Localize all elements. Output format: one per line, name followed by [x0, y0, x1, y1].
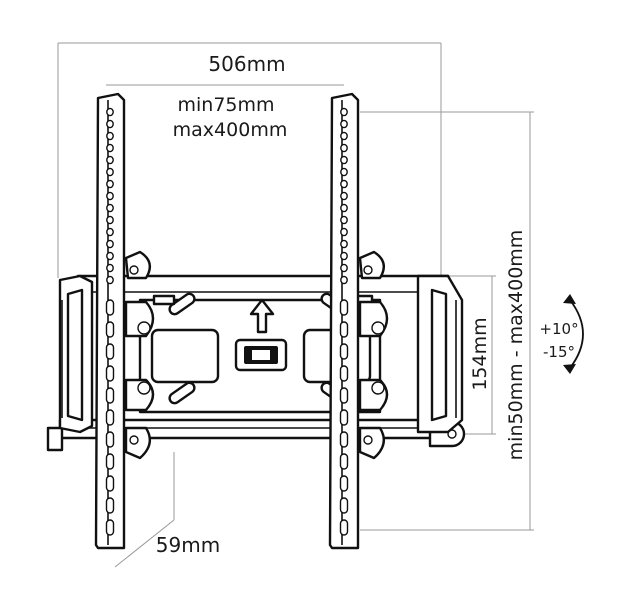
vesa-width-min-label: min75mm	[177, 94, 274, 116]
mounting-hole	[340, 131, 348, 141]
mounting-slot	[339, 453, 349, 470]
up-arrow-icon	[249, 298, 275, 334]
mounting-hole	[106, 227, 114, 237]
mounting-hole	[106, 119, 114, 129]
mounting-hole	[106, 239, 114, 249]
mounting-hole	[106, 167, 114, 177]
mounting-hole	[340, 263, 348, 273]
right-tilt-arm	[416, 274, 464, 434]
mounting-slot	[339, 519, 349, 536]
depth-dimension-line	[114, 519, 175, 568]
right-hook-top	[358, 250, 386, 280]
plate-cutout-left	[150, 328, 220, 384]
tilt-down-label: -15°	[543, 343, 575, 361]
mounting-hole	[340, 119, 348, 129]
mounting-slot	[339, 321, 349, 338]
right-hook-bottom	[358, 426, 386, 460]
mounting-hole	[340, 239, 348, 249]
depth-label: 59mm	[156, 533, 220, 557]
mounting-hole	[106, 203, 114, 213]
mounting-hole	[106, 275, 114, 285]
plate-height-label: 154mm	[469, 317, 491, 390]
mounting-slot	[339, 475, 349, 492]
mounting-hole	[106, 263, 114, 273]
mounting-hole	[340, 203, 348, 213]
mounting-hole	[340, 143, 348, 153]
curved-tilt-arrow-icon	[563, 294, 584, 374]
mounting-slot	[339, 497, 349, 514]
mounting-slot	[105, 409, 115, 426]
mounting-slot	[105, 475, 115, 492]
mounting-slot	[339, 387, 349, 404]
left-arm-holes	[105, 107, 115, 536]
mounting-hole	[106, 107, 114, 117]
mounting-hole	[106, 191, 114, 201]
mounting-slot	[105, 497, 115, 514]
mounting-slot	[339, 409, 349, 426]
mounting-slot	[105, 431, 115, 448]
overall-width-label: 506mm	[208, 52, 285, 76]
right-arm-holes	[339, 107, 349, 536]
height-range-label: min50mm - max400mm	[505, 230, 527, 461]
vesa-width-max-label: max400mm	[173, 119, 288, 141]
mounting-hole	[340, 227, 348, 237]
left-hook-top	[124, 250, 152, 280]
mounting-hole	[106, 155, 114, 165]
mounting-hole	[340, 275, 348, 285]
mounting-hole	[340, 167, 348, 177]
mounting-slot	[105, 321, 115, 338]
mounting-slot	[105, 299, 115, 316]
mounting-hole	[340, 251, 348, 261]
mounting-slot	[339, 343, 349, 360]
mounting-hole	[106, 251, 114, 261]
mounting-slot	[339, 365, 349, 382]
mounting-hole	[340, 107, 348, 117]
mounting-hole	[106, 215, 114, 225]
dimension-lines	[57, 42, 534, 568]
mounting-hole	[106, 179, 114, 189]
mounting-slot	[105, 387, 115, 404]
left-vertical-arm	[94, 92, 155, 550]
mounting-slot	[105, 453, 115, 470]
mounting-hole	[340, 179, 348, 189]
mounting-slot	[339, 431, 349, 448]
right-vertical-arm	[328, 92, 389, 550]
bubble-level-icon	[234, 338, 288, 372]
mounting-slot	[105, 519, 115, 536]
mounting-hole	[340, 155, 348, 165]
mounting-slot	[339, 299, 349, 316]
left-tilt-arm	[58, 274, 94, 434]
tilt-up-label: +10°	[539, 320, 578, 338]
mounting-hole	[340, 215, 348, 225]
left-hook-bottom	[124, 426, 152, 460]
mounting-slot	[105, 365, 115, 382]
mounting-slot	[105, 343, 115, 360]
mounting-hole	[106, 131, 114, 141]
mounting-hole	[106, 143, 114, 153]
mounting-hole	[340, 191, 348, 201]
